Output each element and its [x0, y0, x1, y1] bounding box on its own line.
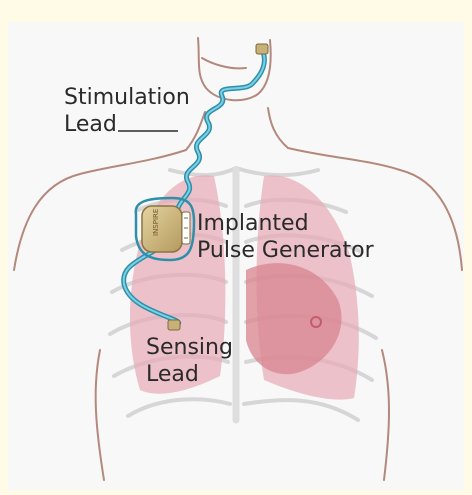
stimulation-lead-label-line-2: Lead — [64, 111, 190, 138]
generator-label: Implanted Pulse Generator — [197, 210, 374, 264]
generator-label-line-1: Implanted — [197, 210, 374, 237]
sensing-lead-label-line-1: Sensing — [146, 334, 233, 361]
sensing-electrode — [168, 320, 180, 330]
sensing-lead-label-line-2: Lead — [146, 361, 233, 388]
stimulation-lead-label: Stimulation Lead — [64, 84, 190, 138]
svg-text:INSPIRE: INSPIRE — [152, 209, 160, 236]
sensing-lead-label: Sensing Lead — [146, 334, 233, 388]
generator-label-line-2: Pulse Generator — [197, 237, 374, 264]
stimulation-lead-label-line-1: Stimulation — [64, 84, 190, 111]
stimulation-electrode — [256, 44, 268, 54]
